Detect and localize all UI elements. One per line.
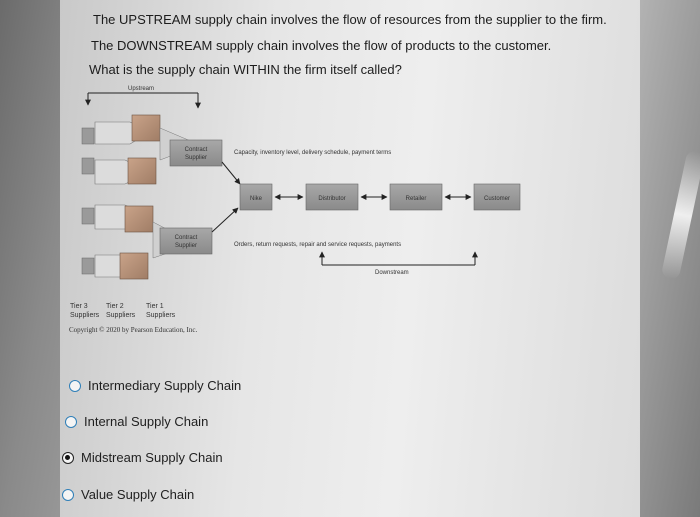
svg-text:Contract: Contract (175, 235, 198, 241)
svg-text:Contract: Contract (185, 147, 208, 153)
supplier2-to-nike-arrow (211, 207, 239, 233)
node-nike: Nike (239, 183, 273, 211)
svg-text:Supplier: Supplier (185, 155, 207, 161)
factory-icon (81, 127, 95, 145)
svg-text:Customer: Customer (484, 196, 510, 202)
option-midstream-supply-chain[interactable]: Midstream Supply Chain (62, 450, 223, 465)
radio-button[interactable] (69, 379, 81, 392)
node-distributor: Distributor (305, 183, 359, 211)
option-label: Midstream Supply Chain (81, 450, 223, 465)
upstream-arrow: Upstream (85, 86, 201, 109)
tier2-boxes (119, 114, 161, 280)
node-retailer: Retailer (389, 183, 443, 211)
svg-text:Distributor: Distributor (318, 196, 345, 202)
quiz-page (60, 0, 640, 517)
svg-text:Retailer: Retailer (406, 196, 427, 202)
option-label: Intermediary Supply Chain (88, 378, 242, 393)
node-customer: Customer (473, 183, 521, 211)
downstream-arrow: Downstream (319, 251, 478, 276)
svg-text:Nike: Nike (250, 196, 263, 202)
option-label: Value Supply Chain (81, 487, 195, 502)
upstream-label: Upstream (128, 86, 154, 92)
flow-top-text: Capacity, inventory level, delivery sche… (234, 150, 391, 156)
radio-button[interactable] (65, 415, 77, 428)
downstream-label: Downstream (375, 270, 409, 276)
radio-button-selected[interactable] (62, 451, 74, 464)
svg-text:Supplier: Supplier (175, 243, 197, 249)
tier3-factory-icons (81, 127, 95, 275)
option-value-supply-chain[interactable]: Value Supply Chain (62, 487, 194, 502)
option-intermediary-supply-chain[interactable]: Intermediary Supply Chain (69, 378, 241, 393)
radio-button[interactable] (62, 488, 74, 501)
supplier1-to-nike-arrow (221, 161, 241, 185)
contract-supplier-1: Contract Supplier (159, 127, 223, 167)
question-line-1: The UPSTREAM supply chain involves the f… (93, 12, 607, 27)
option-internal-supply-chain[interactable]: Internal Supply Chain (65, 414, 208, 429)
copyright-text: Copyright © 2020 by Pearson Education, I… (69, 326, 198, 334)
flow-bottom-text: Orders, return requests, repair and serv… (234, 242, 401, 248)
factory-icon (81, 157, 95, 175)
factory-icon (81, 257, 95, 275)
option-label: Internal Supply Chain (84, 414, 209, 429)
contract-supplier-2: Contract Supplier (152, 221, 213, 259)
question-line-2: The DOWNSTREAM supply chain involves the… (91, 38, 552, 53)
question-line-3: What is the supply chain WITHIN the firm… (89, 62, 402, 77)
factory-icon (81, 207, 95, 225)
